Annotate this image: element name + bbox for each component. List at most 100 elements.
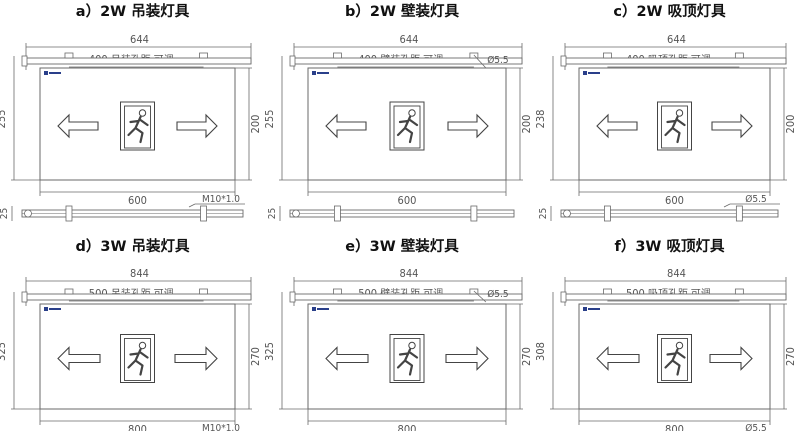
- hole-diameter-label: Ø5.5: [487, 54, 508, 66]
- height-left-label: 325: [0, 342, 8, 361]
- panel-5: e）3W 壁装灯具844500壁装孔距 可调Ø5.532527080025: [263, 237, 533, 431]
- side-callout-label: M10*1.0: [202, 194, 240, 205]
- running-man-exit-icon: [120, 101, 155, 151]
- brand-logo-icon: [583, 307, 600, 311]
- brand-logo-text: [317, 72, 329, 74]
- exit-door-frame: [389, 334, 425, 383]
- mounting-bracket: [603, 288, 612, 295]
- panel-width-label: 800: [128, 423, 147, 431]
- panel-6: f）3W 吸顶灯具844500吸顶孔距 可调30827080025Ø5.5: [534, 237, 797, 431]
- runner-head: [675, 109, 684, 117]
- end-cap: [289, 55, 296, 67]
- panel-width-label: 800: [665, 423, 684, 431]
- panel-width-label: 600: [128, 194, 147, 207]
- exit-door-opening: [393, 105, 421, 149]
- panel-4: d）3W 吊装灯具844500吊装孔距 可调32527080025M10*1.0: [0, 237, 262, 431]
- overall-width-label: 644: [667, 33, 686, 46]
- brand-logo-icon: [312, 71, 329, 75]
- side-view-end-fitting: [563, 209, 571, 218]
- side-view-bracket: [334, 205, 341, 222]
- height-right-label: 270: [784, 347, 797, 366]
- height-left-label: 238: [534, 110, 547, 129]
- brand-logo-icon: [44, 307, 61, 311]
- arrow-right-icon: [447, 113, 489, 139]
- panel-title: b）2W 壁装灯具: [345, 2, 460, 20]
- overall-width-label: 844: [667, 267, 686, 280]
- side-callout-label: Ø5.5: [745, 193, 766, 205]
- side-view-bracket: [65, 205, 73, 222]
- panel-width-label: 800: [398, 423, 417, 431]
- height-right-label: 200: [249, 115, 262, 134]
- side-view-end-fitting: [292, 209, 300, 218]
- runner-body: [664, 348, 686, 376]
- mounting-bar: [23, 57, 252, 65]
- panel-title: d）3W 吊装灯具: [75, 237, 190, 255]
- mounting-bracket: [199, 288, 208, 295]
- height-left-label: 308: [534, 342, 547, 361]
- brand-logo-icon: [312, 307, 329, 311]
- arrow-left-icon: [57, 113, 99, 139]
- overall-width-label: 644: [130, 33, 149, 46]
- running-man-exit-icon: [389, 101, 425, 151]
- brand-logo-mark: [583, 307, 587, 311]
- end-cap: [560, 55, 567, 67]
- side-view-bracket: [604, 205, 611, 222]
- arrow-right-icon: [711, 113, 753, 139]
- arrow-right-icon: [176, 113, 218, 139]
- brand-logo-text: [49, 308, 61, 310]
- panel-1: a）2W 吊装灯具644400吊装孔距 可调25520060025M10*1.0: [0, 2, 262, 222]
- runner-head: [138, 109, 147, 117]
- mounting-bar: [562, 57, 787, 65]
- exit-door-frame: [657, 101, 692, 151]
- height-left-label: 255: [0, 110, 8, 129]
- panel-title: e）3W 壁装灯具: [345, 237, 459, 255]
- side-callout-label: M10*1.0: [202, 423, 240, 431]
- side-thickness-label: 25: [267, 208, 278, 219]
- hole-diameter-leader: [473, 290, 487, 303]
- brand-logo-text: [49, 72, 61, 74]
- panel-title: f）3W 吸顶灯具: [615, 237, 725, 255]
- brand-logo-text: [588, 308, 600, 310]
- height-right-label: 200: [520, 115, 533, 134]
- exit-door-frame: [657, 334, 692, 383]
- exit-door-frame: [120, 334, 155, 383]
- side-callout-label: Ø5.5: [745, 422, 766, 431]
- arrow-left-icon: [325, 346, 369, 371]
- overall-width-label: 844: [130, 267, 149, 280]
- exit-door-frame: [389, 101, 425, 151]
- running-man-exit-icon: [657, 101, 692, 151]
- runner-head: [408, 341, 416, 350]
- arrow-right-icon: [709, 346, 753, 371]
- mounting-bracket: [64, 288, 74, 295]
- brand-logo-mark: [44, 71, 48, 75]
- exit-door-opening: [393, 338, 421, 381]
- arrow-left-icon: [596, 346, 640, 371]
- mounting-bracket: [199, 52, 208, 59]
- mounting-bracket: [603, 52, 612, 59]
- exit-door-opening: [124, 105, 151, 149]
- brand-logo-mark: [312, 71, 316, 75]
- end-cap: [21, 291, 28, 303]
- mounting-bar: [23, 293, 252, 301]
- panel-title: c）2W 吸顶灯具: [613, 2, 726, 20]
- side-view-bracket: [735, 205, 743, 222]
- mounting-bracket: [333, 52, 342, 59]
- arrow-right-icon: [174, 346, 218, 371]
- mounting-bracket: [64, 52, 74, 59]
- end-cap: [560, 291, 567, 303]
- running-man-exit-icon: [657, 334, 692, 383]
- running-man-exit-icon: [389, 334, 425, 383]
- panel-width-label: 600: [665, 194, 684, 207]
- mounting-bracket: [333, 288, 342, 295]
- side-thickness-label: 25: [0, 208, 10, 219]
- brand-logo-text: [317, 308, 329, 310]
- brand-logo-mark: [44, 307, 48, 311]
- side-view-bracket: [470, 205, 478, 222]
- panel-width-label: 600: [398, 194, 417, 207]
- mounting-bracket: [734, 288, 744, 295]
- panel-title: a）2W 吊装灯具: [76, 2, 190, 20]
- runner-body: [396, 115, 419, 144]
- hole-diameter-label: Ø5.5: [487, 288, 508, 300]
- hole-diameter-leader: [473, 54, 487, 69]
